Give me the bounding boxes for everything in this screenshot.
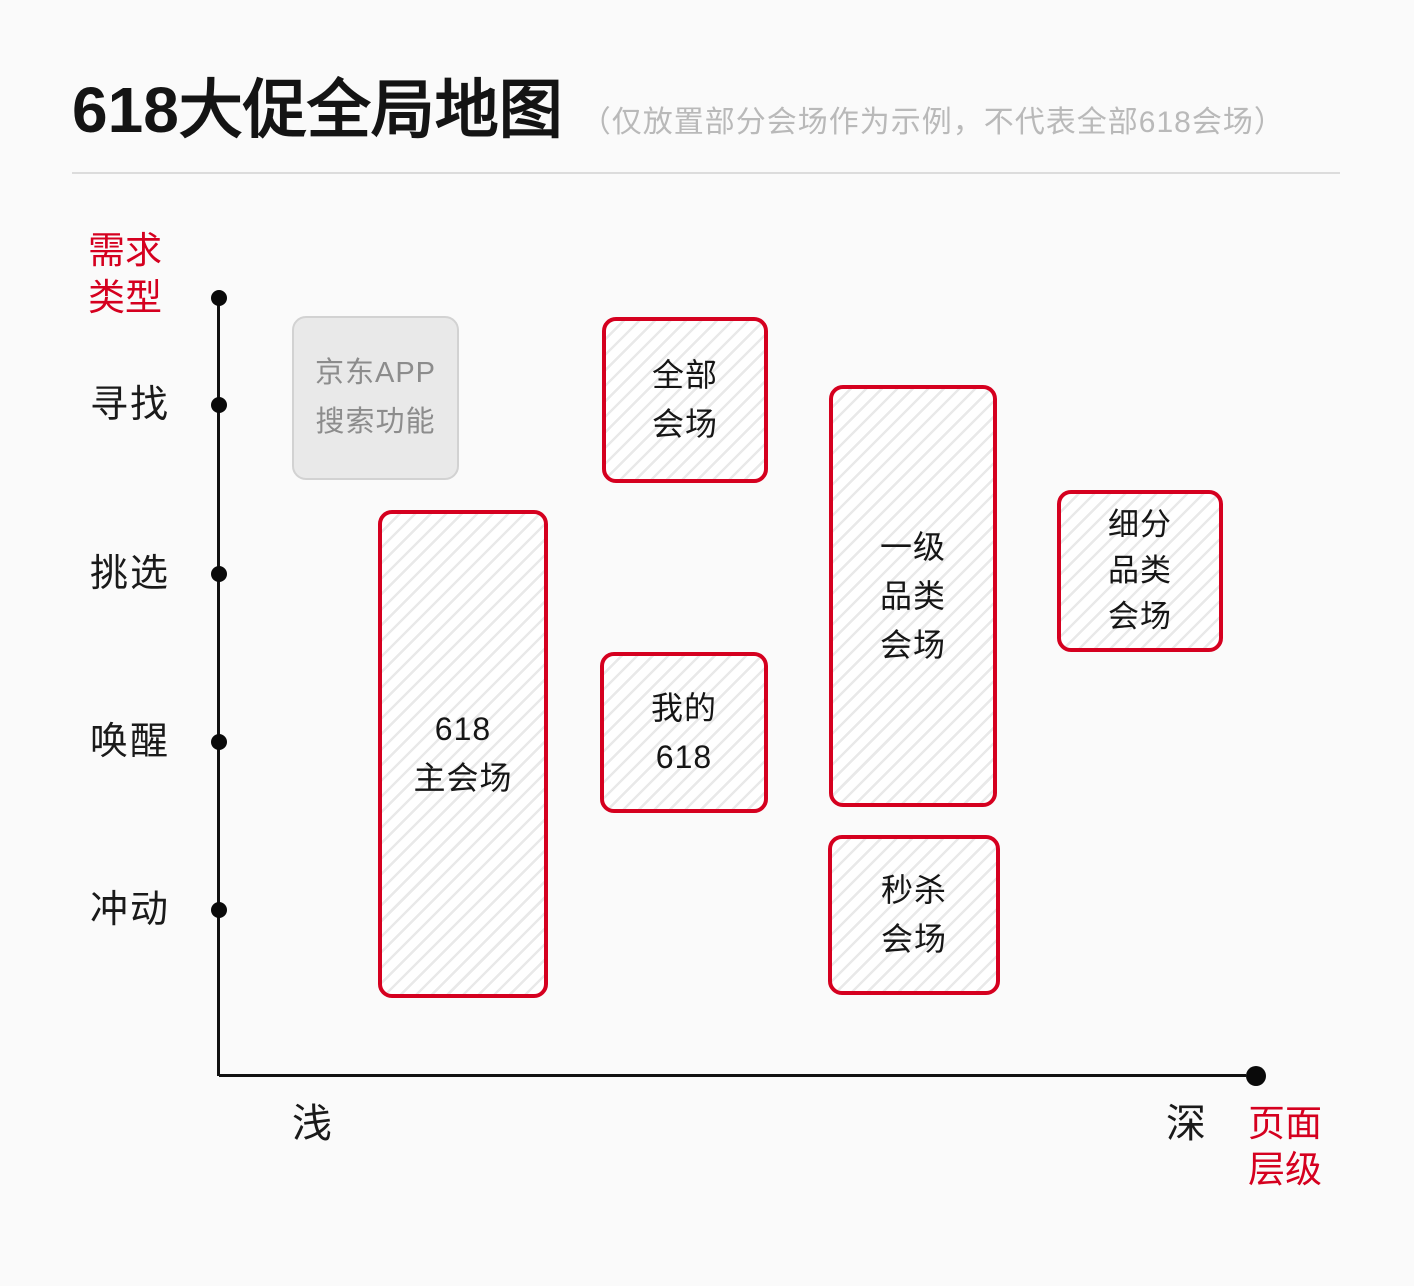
header-divider [72, 172, 1340, 174]
box-all-venues: 全部 会场 [602, 317, 768, 483]
box-flash-sale-venue: 秒杀 会场 [828, 835, 1000, 995]
box-my-618: 我的 618 [600, 652, 768, 813]
box-label-line: 618 [434, 711, 492, 747]
y-tick-tiaoxuan: 挑选 [90, 553, 171, 595]
y-axis-title: 需求 类型 [88, 227, 162, 321]
box-label-line: 搜索功能 [315, 406, 436, 438]
box-label-line: 会场 [879, 626, 946, 663]
box-segment-category-venue: 细分 品类 会场 [1057, 490, 1223, 652]
box-618-main-venue: 618 主会场 [378, 510, 548, 998]
box-label-line: 细分 [1108, 507, 1172, 542]
box-label-line: 一级 [879, 528, 946, 565]
box-label-line: 京东APP [314, 357, 437, 389]
y-axis-dot-chongdong [211, 902, 227, 918]
box-label-line: 会场 [1108, 599, 1172, 634]
box-label-line: 秒杀 [880, 872, 947, 908]
x-axis-title-line: 页面 [1248, 1103, 1322, 1144]
x-label-deep: 深 [1166, 1102, 1206, 1146]
x-axis-end-dot [1246, 1066, 1266, 1086]
box-label-line: 全部 [651, 357, 718, 393]
y-axis-dot-xunzhao [211, 397, 227, 413]
y-tick-xunzhao: 寻找 [90, 384, 171, 426]
page-title: 618大促全局地图 [72, 74, 563, 146]
box-label-line: 会场 [651, 406, 718, 442]
box-label-line: 会场 [880, 921, 947, 957]
x-label-shallow: 浅 [292, 1102, 332, 1146]
y-axis-line [217, 298, 220, 1076]
x-axis-title: 页面 层级 [1248, 1101, 1322, 1193]
y-tick-huanxing: 唤醒 [90, 721, 171, 763]
y-axis-dot-huanxing [211, 734, 227, 750]
y-tick-chongdong: 冲动 [90, 889, 171, 931]
box-jd-app-search: 京东APP 搜索功能 [292, 316, 459, 480]
box-label-line: 品类 [1108, 553, 1172, 588]
box-label-line: 618 [655, 738, 713, 775]
y-axis-dot-tiaoxuan [211, 566, 227, 582]
y-axis-dot-top [211, 290, 227, 306]
x-axis-title-line: 层级 [1248, 1149, 1322, 1190]
header: 618大促全局地图 （仅放置部分会场作为示例，不代表全部618会场） [72, 74, 1285, 148]
box-level1-category-venue: 一级 品类 会场 [829, 385, 997, 807]
y-axis-title-line: 需求 [88, 230, 162, 271]
y-axis-title-line: 类型 [88, 277, 162, 318]
box-label-line: 品类 [879, 577, 946, 614]
x-axis-line [219, 1074, 1246, 1077]
box-label-line: 主会场 [413, 760, 513, 796]
box-label-line: 我的 [650, 689, 717, 726]
page-subtitle: （仅放置部分会场作为示例，不代表全部618会场） [580, 106, 1285, 139]
